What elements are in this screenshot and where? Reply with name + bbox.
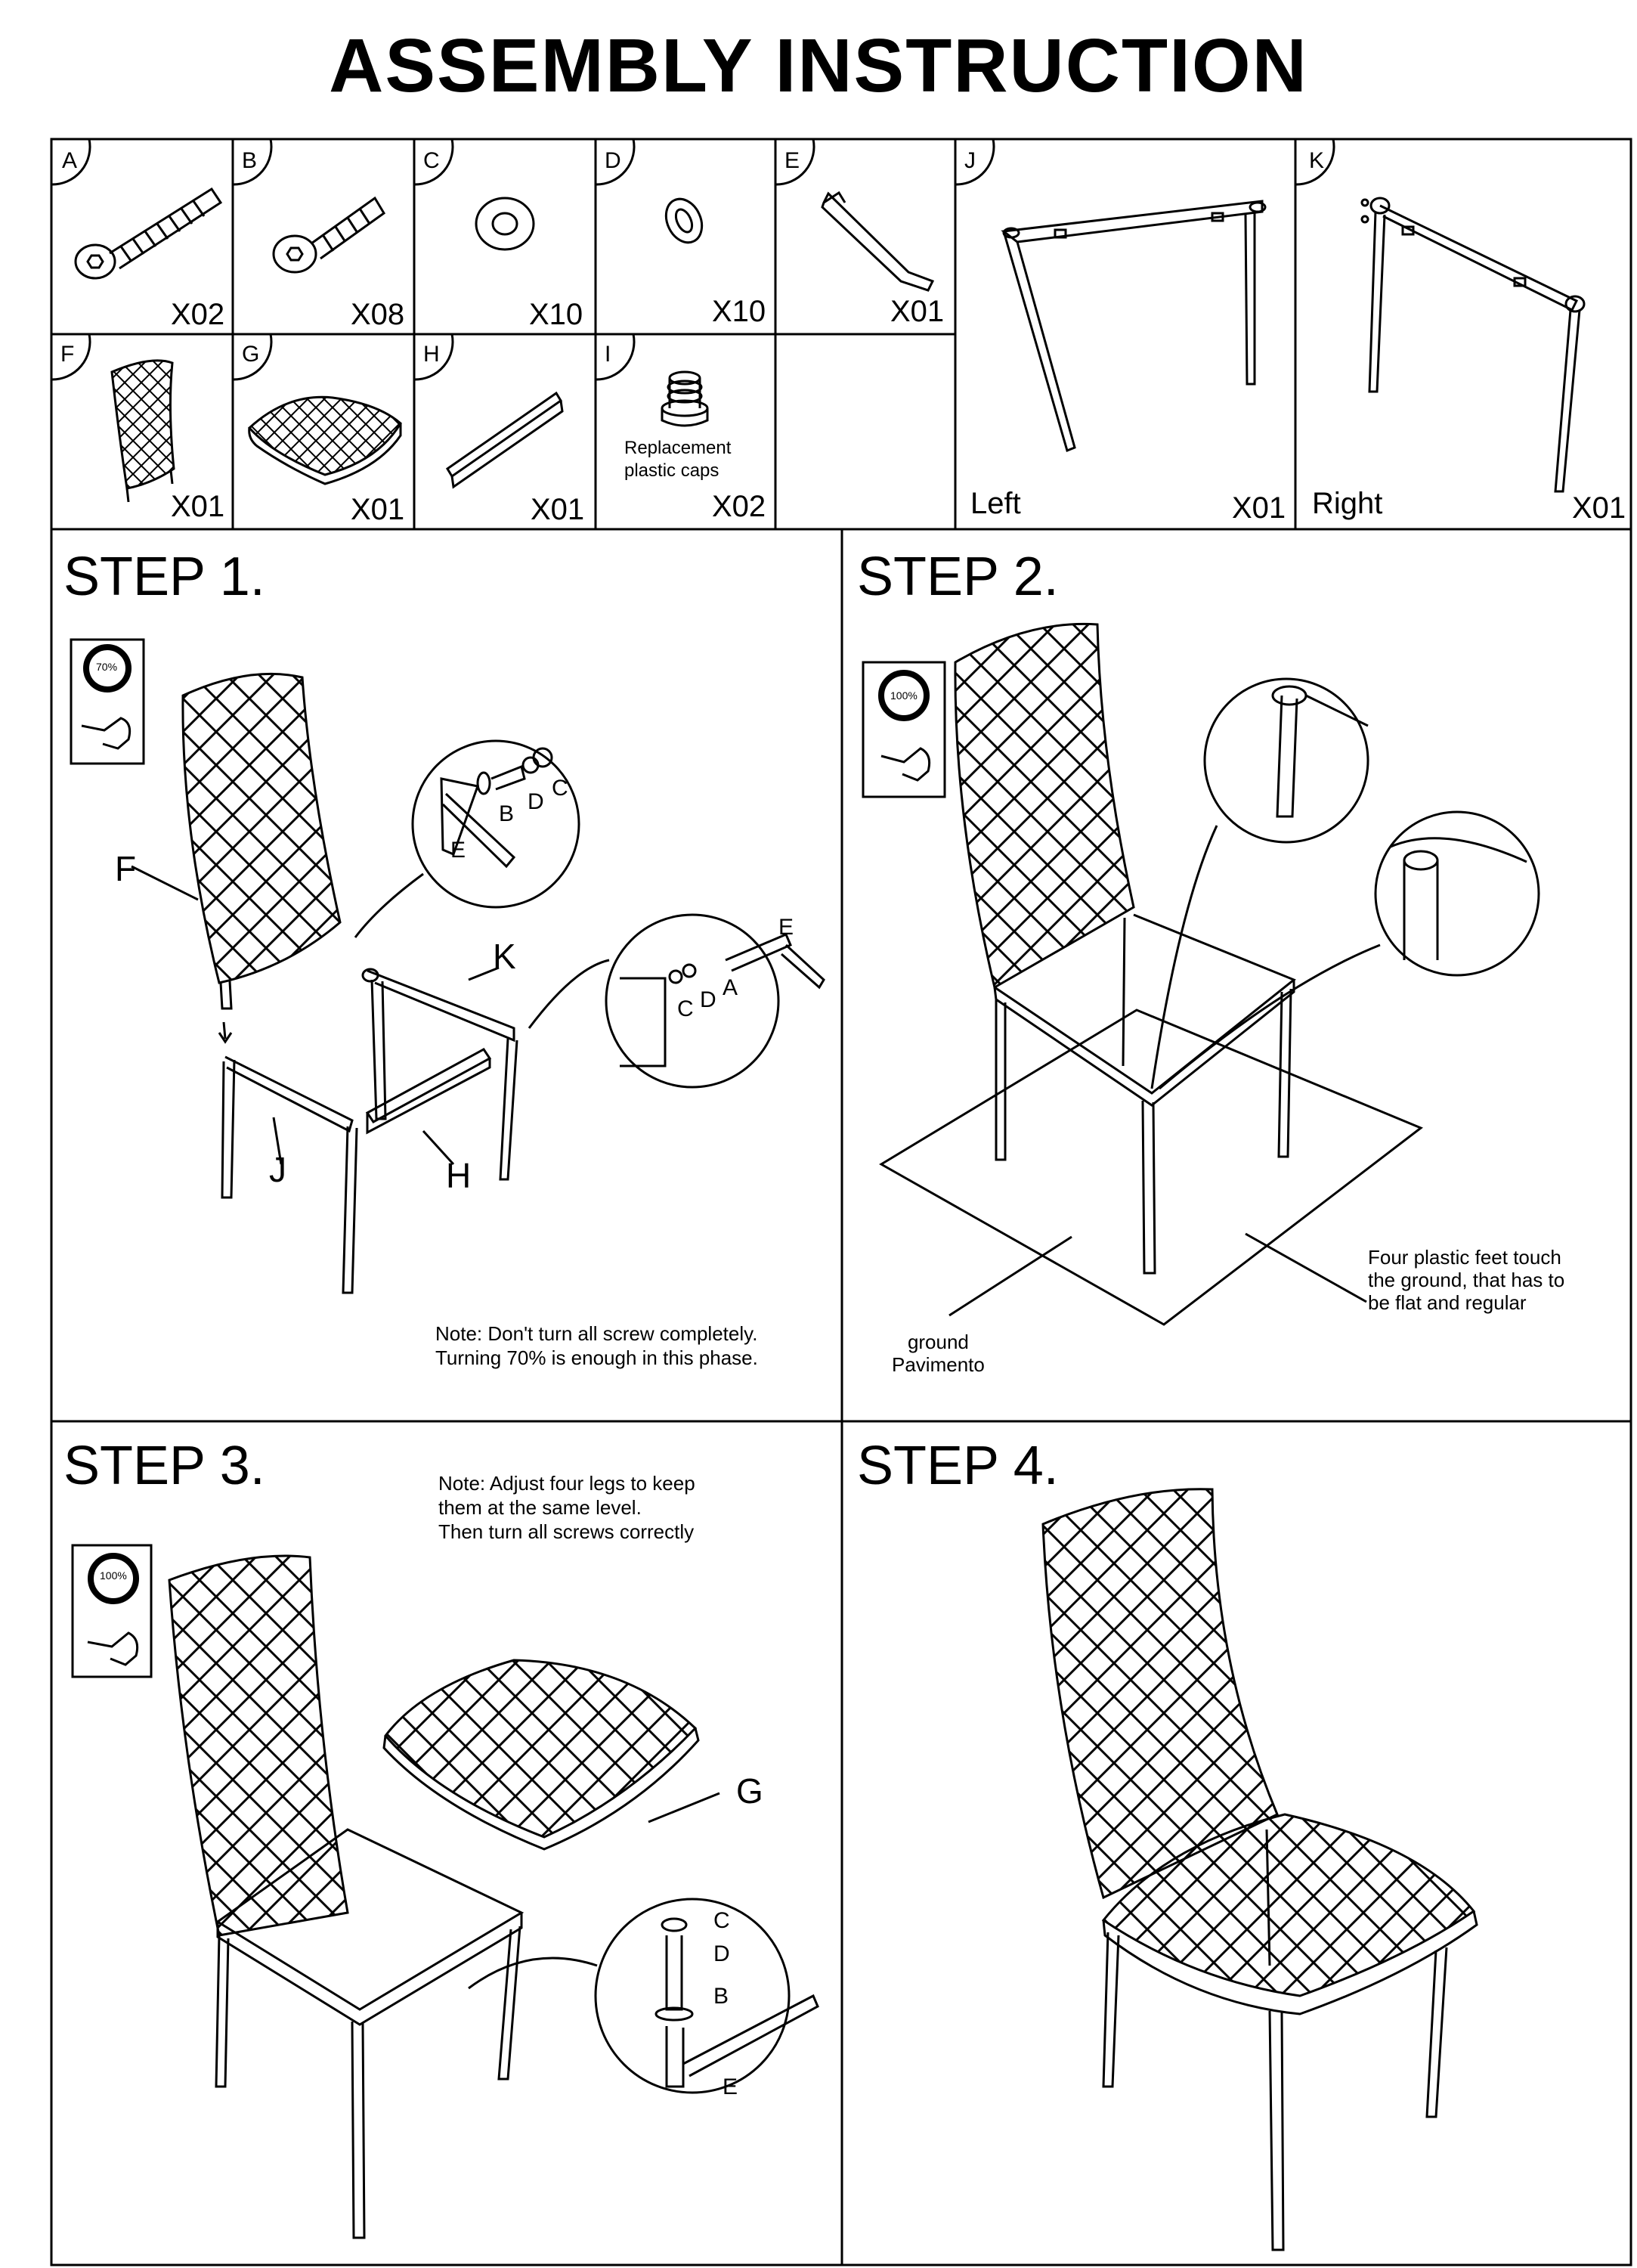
step1-zoom1-b: B [499,801,515,826]
step2-title: STEP 2. [857,547,1059,607]
step1-callout-j: J [269,1150,286,1189]
step1-callout-k: K [493,937,516,976]
part-h-bar [445,391,564,489]
part-d-qty: X10 [712,295,766,328]
part-d-letter: D [605,148,621,173]
step1-callout-f: F [115,849,137,888]
step4-artwork [1041,1488,1478,2251]
part-h-letter: H [423,342,440,367]
part-b-qty: X08 [351,298,405,331]
step1-zoom2-c: C [677,996,694,1021]
part-h-qty: X01 [531,493,585,526]
part-b-letter: B [242,148,258,173]
part-e-allen-key [821,191,935,292]
step3-title: STEP 3. [63,1436,265,1496]
part-g-letter: G [242,342,260,367]
part-i-caption: Replacement plastic caps [624,438,732,481]
part-k-letter: K [1309,148,1325,173]
part-j-caption: Left [970,487,1021,520]
part-a-letter: A [62,148,78,173]
page-title: ASSEMBLY INSTRUCTION [329,23,1308,108]
part-i-caps [661,370,709,427]
step3-zoom-c: C [713,1908,730,1933]
part-f-qty: X01 [171,490,225,523]
part-f-letter: F [60,342,75,367]
step1-artwork [70,638,825,1294]
step2-ground-label: ground Pavimento [892,1331,985,1376]
step1-zoom1-c: C [552,776,568,801]
part-a-qty: X02 [171,298,225,331]
step2-badge: 100% [890,689,918,702]
part-b-screw [272,196,385,274]
part-k-caption: Right [1312,487,1383,520]
step3-zoom-b: B [713,1984,729,2009]
step1-badge: 70% [96,661,118,673]
part-c-letter: C [423,148,440,173]
part-c-qty: X10 [529,298,583,331]
part-e-letter: E [784,148,800,173]
steps-grid [50,528,1632,2266]
step4-title: STEP 4. [857,1436,1059,1496]
part-i-qty: X02 [712,490,766,523]
part-g-qty: X01 [351,493,405,526]
step1-zoom2-e: E [778,915,794,940]
step1-callout-h: H [446,1156,472,1195]
part-c-washer [475,197,535,251]
step3-callout-g: G [736,1771,763,1811]
part-g-seat [247,395,402,485]
part-d-spring-washer [664,197,704,244]
step2-artwork [862,622,1540,1326]
step1-zoom2-a: A [723,975,738,1000]
step2-feet-note: Four plastic feet touch the ground, that… [1368,1246,1565,1314]
part-a-screw [74,187,223,280]
step1-note: Note: Don't turn all screw completely. T… [435,1322,758,1369]
part-k-qty: X01 [1572,491,1626,525]
step1-title: STEP 1. [63,547,265,607]
step3-zoom-e: E [723,2074,738,2099]
step3-badge: 100% [100,1569,127,1582]
step1-zoom2-d: D [700,987,716,1012]
part-j-frame-left [1001,200,1267,453]
step1-zoom1-d: D [528,789,544,814]
part-j-qty: X01 [1232,491,1286,525]
step3-note: Note: Adjust four legs to keep them at t… [438,1472,695,1543]
part-f-backrest [110,359,175,503]
part-k-frame-right [1360,197,1586,493]
part-i-letter: I [605,342,611,367]
step3-zoom-d: D [713,1941,730,1966]
step3-artwork [71,1544,819,2239]
step1-zoom1-e: E [450,838,466,863]
part-e-qty: X01 [890,295,945,328]
part-j-letter: J [964,148,976,173]
